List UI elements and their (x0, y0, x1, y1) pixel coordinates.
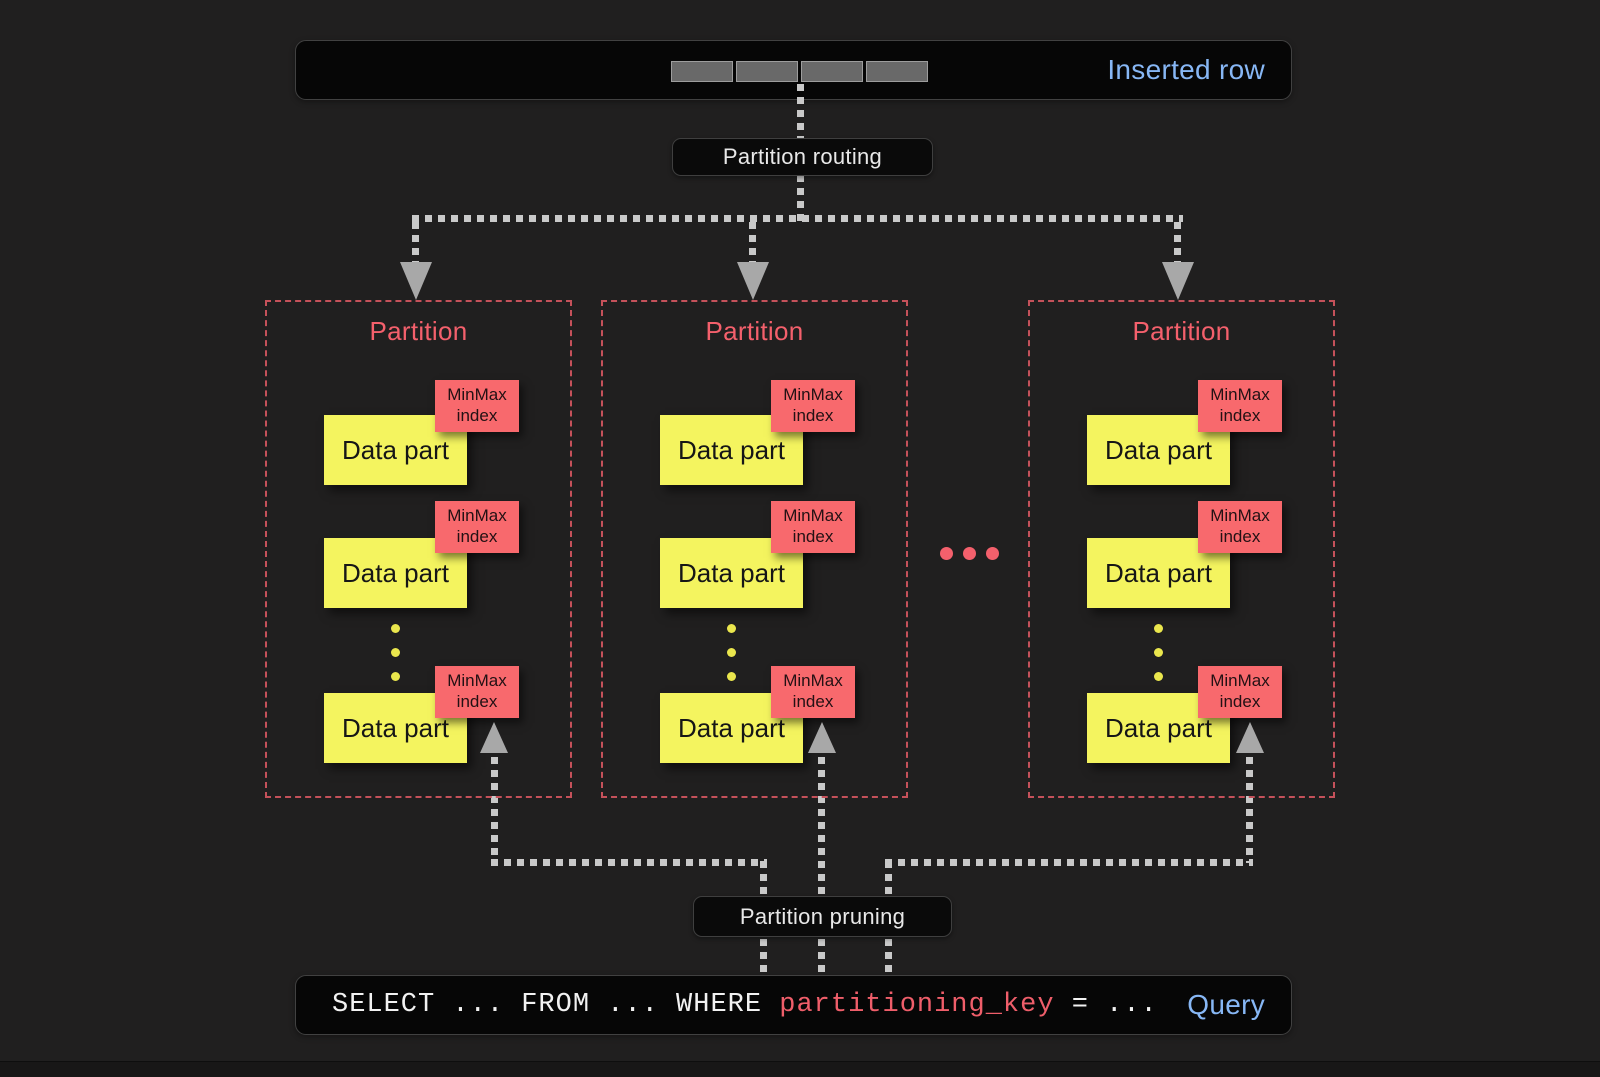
minmax-index-badge: MinMax index (435, 666, 519, 718)
pruning-connector-horizontal-left (491, 859, 767, 866)
pruning-tail-right (1246, 757, 1253, 863)
minmax-index-badge: MinMax index (771, 666, 855, 718)
minmax-line2: index (1219, 406, 1261, 425)
partition-routing-label: Partition routing (722, 144, 883, 169)
minmax-index-badge: MinMax index (435, 380, 519, 432)
minmax-line1: MinMax (447, 506, 507, 526)
arrow-down-icon (737, 262, 769, 300)
vertical-ellipsis (1154, 624, 1163, 681)
minmax-line2: index (792, 406, 834, 425)
arrow-up-icon (1236, 722, 1264, 753)
data-part-label: Data part (1105, 712, 1212, 743)
vertical-ellipsis (391, 624, 400, 681)
minmax-index-badge: MinMax index (1198, 666, 1282, 718)
sql-query-text: SELECT ... FROM ... WHERE partitioning_k… (332, 990, 1158, 1020)
bottom-edge-band (0, 1061, 1600, 1077)
arrow-down-icon (400, 262, 432, 300)
partition-title: Partition (369, 316, 468, 346)
row-segment (866, 61, 928, 82)
minmax-line1: MinMax (447, 671, 507, 691)
partition-title: Partition (1132, 316, 1231, 346)
data-part-label: Data part (1105, 434, 1212, 465)
data-part-label: Data part (678, 557, 785, 588)
more-partitions-ellipsis (940, 547, 999, 560)
minmax-line1: MinMax (1210, 671, 1270, 691)
minmax-line2: index (456, 527, 498, 546)
minmax-line1: MinMax (783, 506, 843, 526)
minmax-index-badge: MinMax index (1198, 380, 1282, 432)
data-part-label: Data part (678, 712, 785, 743)
vertical-ellipsis (727, 624, 736, 681)
arrow-down-icon (1162, 262, 1194, 300)
inserted-row-bar: Inserted row (295, 40, 1292, 100)
minmax-line2: index (456, 692, 498, 711)
routing-connector-horizontal (412, 215, 1183, 222)
row-segment (671, 61, 733, 82)
minmax-line1: MinMax (1210, 385, 1270, 405)
arrow-up-icon (480, 722, 508, 753)
partition-box-1: Partition MinMax index Data part MinMax … (265, 300, 572, 798)
partition-box-2: Partition MinMax index Data part MinMax … (601, 300, 908, 798)
data-part-label: Data part (678, 434, 785, 465)
sql-before: SELECT ... FROM ... WHERE (332, 990, 780, 1020)
pruning-tail-left (491, 757, 498, 863)
minmax-line1: MinMax (447, 385, 507, 405)
pruning-connector-horizontal-right (885, 859, 1253, 866)
minmax-line1: MinMax (783, 671, 843, 691)
partition-box-3: Partition MinMax index Data part MinMax … (1028, 300, 1335, 798)
minmax-index-badge: MinMax index (771, 501, 855, 553)
partition-pruning-label: Partition pruning (739, 903, 906, 929)
routing-drop-right (1174, 222, 1181, 264)
query-bar: SELECT ... FROM ... WHERE partitioning_k… (295, 975, 1292, 1035)
routing-drop-middle (749, 222, 756, 264)
minmax-index-badge: MinMax index (435, 501, 519, 553)
data-part-label: Data part (342, 434, 449, 465)
minmax-line1: MinMax (783, 385, 843, 405)
sql-after: = ... (1054, 990, 1158, 1020)
minmax-index-badge: MinMax index (771, 380, 855, 432)
minmax-line2: index (792, 527, 834, 546)
inserted-row-label: Inserted row (1107, 54, 1265, 85)
minmax-line2: index (792, 692, 834, 711)
minmax-index-badge: MinMax index (1198, 501, 1282, 553)
minmax-line2: index (456, 406, 498, 425)
minmax-line2: index (1219, 527, 1261, 546)
pruning-tail-middle (818, 757, 825, 975)
data-part-label: Data part (342, 557, 449, 588)
data-part-box: Data part (1087, 415, 1230, 485)
partition-title: Partition (705, 316, 804, 346)
data-part-label: Data part (342, 712, 449, 743)
row-segment (736, 61, 798, 82)
minmax-line2: index (1219, 692, 1261, 711)
routing-drop-left (412, 222, 419, 264)
data-part-box: Data part (324, 693, 467, 763)
arrow-up-icon (808, 722, 836, 753)
query-label: Query (1187, 989, 1265, 1020)
row-segment (801, 61, 863, 82)
sql-partitioning-key: partitioning_key (779, 990, 1055, 1020)
partition-pruning-pill: Partition pruning (693, 896, 952, 937)
minmax-line1: MinMax (1210, 506, 1270, 526)
inserted-row-segments (671, 61, 928, 82)
data-part-label: Data part (1105, 557, 1212, 588)
partition-routing-pill: Partition routing (672, 138, 933, 176)
